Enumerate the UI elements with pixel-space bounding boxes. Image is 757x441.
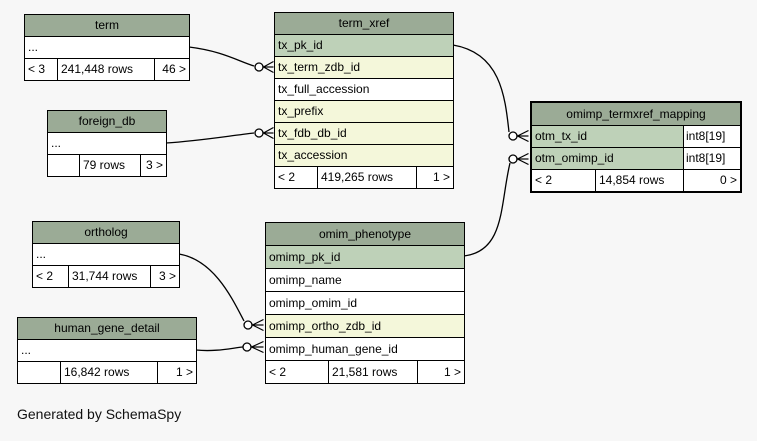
table-omim_phenotype[interactable]: omim_phenotype omimp_pk_id omimp_name om… bbox=[265, 222, 465, 384]
table-foreign_db[interactable]: foreign_db ... 79 rows 3 > bbox=[47, 110, 167, 177]
column-tx_accession: tx_accession bbox=[275, 145, 453, 167]
column-otm_tx_id: otm_tx_id int8[19] bbox=[532, 126, 740, 148]
table-ortholog-parents-count: < 2 bbox=[33, 266, 69, 287]
column-tx_prefix: tx_prefix bbox=[275, 101, 453, 123]
column-omimp_pk_id: omimp_pk_id bbox=[266, 246, 464, 269]
table-term-elided-columns: ... bbox=[25, 37, 189, 59]
table-omimp_termxref_mapping-children-count: 0 > bbox=[719, 173, 737, 187]
table-foreign_db-elided-columns: ... bbox=[48, 133, 166, 155]
column-omimp_ortho_zdb_id: omimp_ortho_zdb_id bbox=[266, 315, 464, 338]
table-foreign_db-footer: 79 rows 3 > bbox=[48, 155, 166, 176]
column-omimp_name: omimp_name bbox=[266, 269, 464, 292]
column-tx_fdb_db_id: tx_fdb_db_id bbox=[275, 123, 453, 145]
table-term-children-count: 46 > bbox=[162, 62, 186, 76]
table-omimp_termxref_mapping-footer: < 2 14,854 rows 0 > bbox=[532, 170, 740, 191]
table-omim_phenotype-children-count: 1 > bbox=[443, 365, 461, 379]
relationship-foreign_db-to-term_xref bbox=[165, 126, 274, 144]
generated-by-caption: Generated by SchemaSpy bbox=[17, 406, 182, 422]
table-human_gene_detail[interactable]: human_gene_detail ... 16,842 rows 1 > bbox=[17, 317, 197, 384]
column-tx_term_zdb_id: tx_term_zdb_id bbox=[275, 57, 453, 79]
table-omimp_termxref_mapping-title[interactable]: omimp_termxref_mapping bbox=[532, 103, 740, 126]
table-human_gene_detail-elided-columns: ... bbox=[18, 340, 196, 362]
column-otm_tx_id-type: int8[19] bbox=[683, 126, 740, 147]
column-otm_tx_id-name: otm_tx_id bbox=[535, 129, 588, 143]
relationship-term_xref-to-omimp_termxref_mapping bbox=[452, 44, 529, 143]
table-foreign_db-parents-count bbox=[48, 155, 80, 176]
table-omim_phenotype-footer: < 2 21,581 rows 1 > bbox=[266, 361, 464, 383]
table-omim_phenotype-row-count: 21,581 rows bbox=[329, 361, 418, 383]
table-term_xref-children-count: 1 > bbox=[432, 170, 450, 184]
relationship-ortholog-to-omim_phenotype bbox=[178, 253, 264, 332]
table-human_gene_detail-row-count: 16,842 rows bbox=[61, 362, 158, 383]
table-foreign_db-title[interactable]: foreign_db bbox=[48, 111, 166, 133]
table-term-title[interactable]: term bbox=[25, 15, 189, 37]
table-omimp_termxref_mapping[interactable]: omimp_termxref_mapping otm_tx_id int8[19… bbox=[530, 101, 742, 193]
table-omim_phenotype-parents-count: < 2 bbox=[266, 361, 329, 383]
relationship-omim_phenotype-to-omimp_termxref_mapping bbox=[463, 152, 529, 257]
table-term-parents-count: < 3 bbox=[25, 59, 58, 80]
table-ortholog-footer: < 2 31,744 rows 3 > bbox=[33, 266, 179, 287]
column-otm_omimp_id-name: otm_omimp_id bbox=[535, 151, 614, 165]
table-human_gene_detail-footer: 16,842 rows 1 > bbox=[18, 362, 196, 383]
column-omimp_omim_id: omimp_omim_id bbox=[266, 292, 464, 315]
table-term[interactable]: term ... < 3 241,448 rows 46 > bbox=[24, 14, 190, 81]
table-omim_phenotype-title[interactable]: omim_phenotype bbox=[266, 223, 464, 246]
relationship-human_gene_detail-to-omim_phenotype bbox=[195, 340, 264, 354]
table-omimp_termxref_mapping-parents-count: < 2 bbox=[532, 170, 596, 191]
table-term_xref-parents-count: < 2 bbox=[275, 167, 318, 188]
table-term_xref-title[interactable]: term_xref bbox=[275, 13, 453, 35]
column-otm_omimp_id-type: int8[19] bbox=[683, 148, 740, 169]
table-foreign_db-row-count: 79 rows bbox=[80, 155, 141, 176]
column-omimp_human_gene_id: omimp_human_gene_id bbox=[266, 338, 464, 361]
column-tx_full_accession: tx_full_accession bbox=[275, 79, 453, 101]
column-otm_omimp_id: otm_omimp_id int8[19] bbox=[532, 148, 740, 170]
table-foreign_db-children-count: 3 > bbox=[145, 158, 163, 172]
table-ortholog-children-count: 3 > bbox=[158, 269, 176, 283]
column-tx_pk_id: tx_pk_id bbox=[275, 35, 453, 57]
table-term-footer: < 3 241,448 rows 46 > bbox=[25, 59, 189, 80]
table-human_gene_detail-children-count: 1 > bbox=[175, 365, 193, 379]
table-ortholog-elided-columns: ... bbox=[33, 244, 179, 266]
table-term_xref[interactable]: term_xref tx_pk_id tx_term_zdb_id tx_ful… bbox=[274, 12, 454, 189]
table-human_gene_detail-parents-count bbox=[18, 362, 61, 383]
table-ortholog-title[interactable]: ortholog bbox=[33, 222, 179, 244]
table-ortholog-row-count: 31,744 rows bbox=[69, 266, 151, 287]
table-term-row-count: 241,448 rows bbox=[58, 59, 155, 80]
table-term_xref-footer: < 2 419,265 rows 1 > bbox=[275, 167, 453, 188]
relationship-term-to-term_xref bbox=[188, 46, 274, 74]
table-human_gene_detail-title[interactable]: human_gene_detail bbox=[18, 318, 196, 340]
table-term_xref-row-count: 419,265 rows bbox=[318, 167, 417, 188]
table-ortholog[interactable]: ortholog ... < 2 31,744 rows 3 > bbox=[32, 221, 180, 288]
table-omimp_termxref_mapping-row-count: 14,854 rows bbox=[596, 170, 684, 191]
